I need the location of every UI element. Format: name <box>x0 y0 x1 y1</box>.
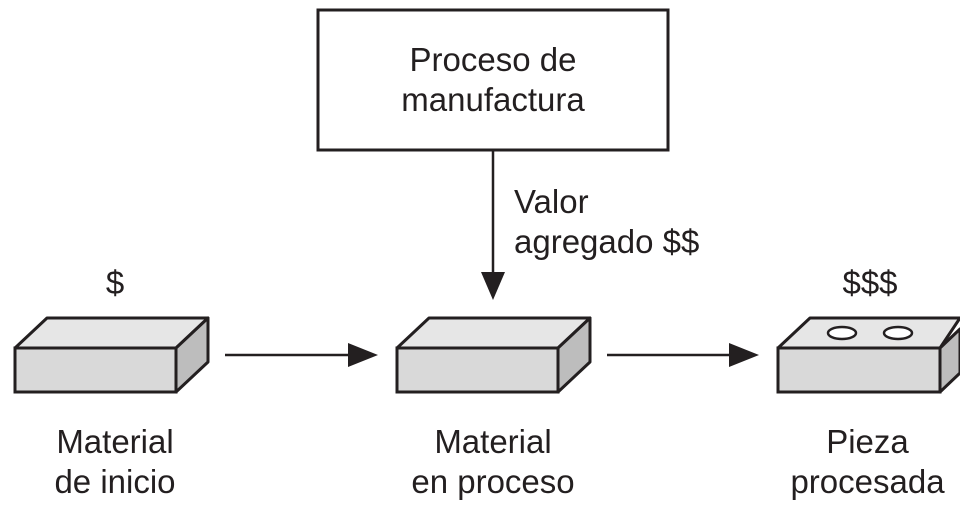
process-box-line1: Proceso de <box>409 41 577 78</box>
process-box <box>316 8 670 152</box>
processed-part-price: $$$ <box>842 264 898 301</box>
processed-part-line2: procesada <box>790 463 945 500</box>
starting-material-block <box>13 316 210 394</box>
arrow-to-processed-part <box>607 343 759 367</box>
hole-left <box>826 325 858 341</box>
value-added-label: Valor agregado $$ <box>514 182 699 262</box>
value-added-line1: Valor <box>514 183 589 220</box>
in-process-caption: Material en proceso <box>393 422 593 502</box>
processed-part-line1: Pieza <box>826 423 909 460</box>
process-box-label: Proceso de manufactura <box>318 40 668 120</box>
in-process-line1: Material <box>434 423 552 460</box>
starting-material-line2: de inicio <box>54 463 176 500</box>
in-process-material-block <box>395 316 592 394</box>
starting-material-price: $ <box>105 264 125 301</box>
hole-right <box>882 325 914 341</box>
processed-part-block <box>776 316 960 394</box>
starting-material-caption: Material de inicio <box>15 422 215 502</box>
processed-part-caption: Pieza procesada <box>775 422 960 502</box>
value-added-arrow <box>481 150 505 300</box>
process-box-line2: manufactura <box>401 81 585 118</box>
in-process-line2: en proceso <box>411 463 575 500</box>
arrow-to-in-process <box>225 343 378 367</box>
value-added-line2: agregado $$ <box>514 223 700 260</box>
starting-material-line1: Material <box>56 423 174 460</box>
